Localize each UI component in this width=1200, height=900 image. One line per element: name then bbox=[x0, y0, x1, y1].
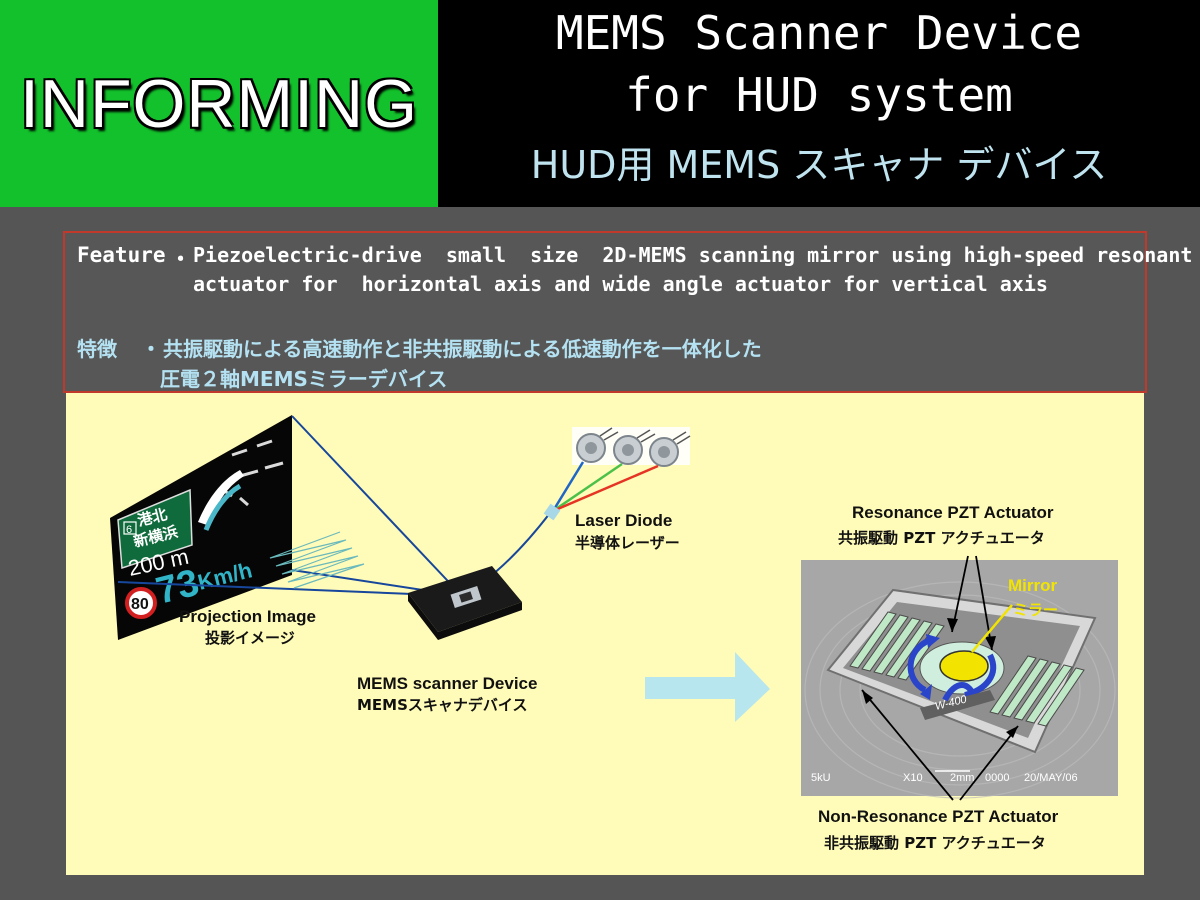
direction-arrow bbox=[645, 652, 770, 722]
projection-label-en: Projection Image bbox=[179, 607, 316, 626]
feature-label: Feature bbox=[77, 243, 166, 267]
laser-diode-1 bbox=[576, 433, 606, 463]
sem-image-number: 0000 bbox=[985, 772, 1009, 784]
laser-diode-3 bbox=[649, 437, 679, 467]
feature-bullet: ・ bbox=[170, 247, 191, 271]
speed-limit-value: 80 bbox=[131, 596, 149, 613]
feature-label-jp: 特徴 bbox=[77, 337, 117, 361]
title-line-1: MEMS Scanner Device bbox=[555, 6, 1083, 60]
feature-text-jp-line-1: 共振駆動による高速動作と非共振駆動による低速動作を一体化した bbox=[163, 337, 762, 361]
mems-label-jp: MEMSスキャナデバイス bbox=[357, 696, 528, 714]
feature-bullet-jp: ・ bbox=[141, 337, 161, 361]
sem-image: W-400 5kU X10 2mm 0000 20/MAY/06 bbox=[801, 560, 1118, 799]
feature-text-line-2: actuator for horizontal axis and wide an… bbox=[193, 272, 1048, 296]
laser-label-jp: 半導体レーザー bbox=[575, 534, 680, 552]
projection-label-jp: 投影イメージ bbox=[205, 629, 295, 647]
sem-date: 20/MAY/06 bbox=[1024, 772, 1078, 784]
mirror-label-en: Mirror bbox=[1008, 576, 1058, 595]
title-header bbox=[438, 0, 1200, 207]
route-number: 6 bbox=[126, 524, 132, 536]
title-line-2: for HUD system bbox=[625, 68, 1013, 122]
mirror-label-jp: ミラー bbox=[1013, 601, 1059, 619]
nonresonance-label-en: Non-Resonance PZT Actuator bbox=[818, 807, 1059, 826]
informing-badge bbox=[0, 0, 438, 207]
raster-scan-pattern bbox=[269, 531, 365, 589]
mems-scanner-device bbox=[408, 566, 522, 640]
laser-label-en: Laser Diode bbox=[575, 511, 673, 530]
feature-text-jp-line-2: 圧電２軸MEMSミラーデバイス bbox=[160, 367, 448, 391]
sem-scale: 2mm bbox=[950, 772, 974, 784]
title-japanese: HUD用 MEMS スキャナ デバイス bbox=[530, 143, 1108, 187]
mems-label-en: MEMS scanner Device bbox=[357, 674, 538, 693]
feature-text-line-1: Piezoelectric-drive small size 2D-MEMS s… bbox=[193, 243, 1193, 267]
mirror-callout-line bbox=[971, 604, 1013, 653]
beam-combiner bbox=[543, 503, 561, 521]
nonresonance-label-jp: 非共振駆動 PZT アクチュエータ bbox=[824, 834, 1046, 852]
laser-diode-2 bbox=[613, 435, 643, 465]
speed-limit-sign bbox=[125, 587, 157, 619]
speed-readout: 73 bbox=[152, 562, 203, 613]
informing-label: INFORMING bbox=[19, 65, 419, 142]
callout-arrowheads bbox=[862, 618, 1018, 738]
laser-beams bbox=[551, 461, 659, 513]
resonance-label-jp: 共振駆動 PZT アクチュエータ bbox=[838, 529, 1045, 547]
laser-diodes bbox=[572, 427, 691, 467]
mirror-element bbox=[939, 650, 989, 682]
resonance-label-en: Resonance PZT Actuator bbox=[852, 503, 1054, 522]
feature-box bbox=[63, 231, 1147, 393]
sem-magnification: X10 bbox=[903, 772, 923, 784]
sem-voltage: 5kU bbox=[811, 772, 831, 784]
